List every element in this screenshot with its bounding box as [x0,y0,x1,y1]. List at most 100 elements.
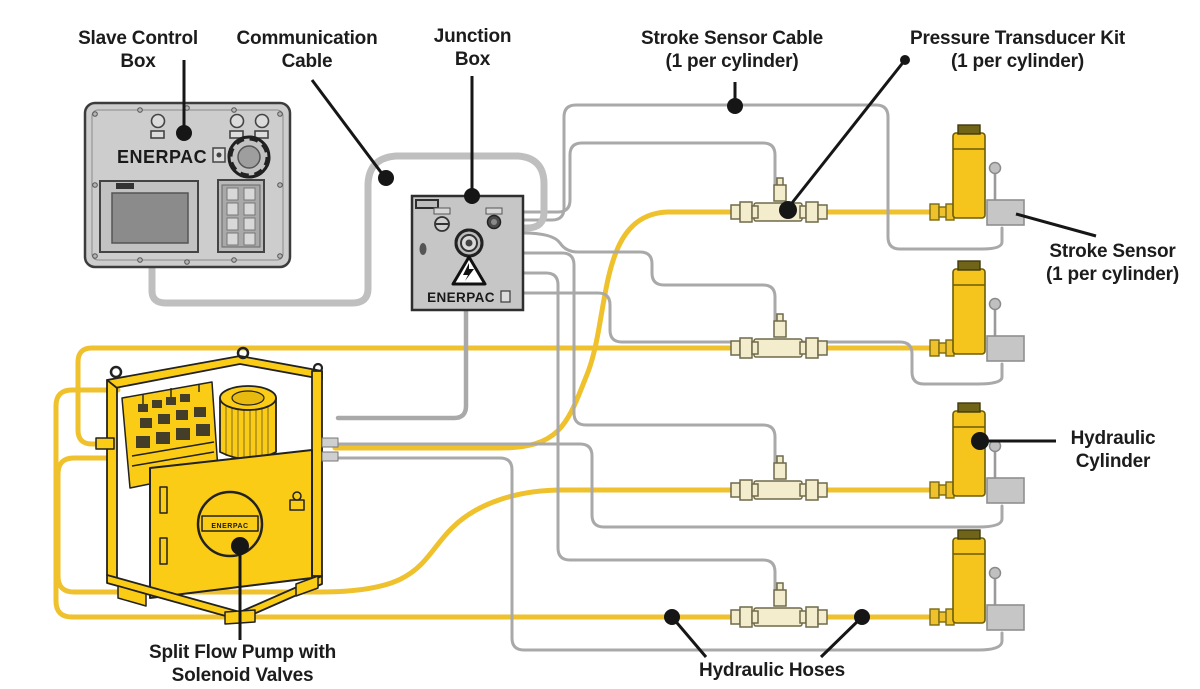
tank-sight-glass [159,486,168,514]
cylinder-coupler [929,608,940,626]
hose-coupler [817,204,828,220]
cylinder-cap [957,529,981,540]
label-line: (1 per cylinder) [1045,263,1179,285]
label-line: Box [454,48,491,70]
pump-lifting-eye [109,365,123,379]
hose-coupler [805,337,819,359]
slave-control-box: ENERPAC [83,101,292,269]
pump-left-post [106,379,118,586]
pressure-transducer-kit-label: Pressure Transducer Kit (1 per cylinder) [885,28,1150,74]
split-flow-pump: ENERPAC [95,346,339,625]
hydraulic-cylinder [952,410,986,497]
label-line: Hydraulic [1070,428,1156,449]
keypad [217,179,265,253]
cylinder-cap [957,124,981,135]
hose-coupler [739,479,753,501]
hose-coupler [730,340,741,356]
transducer-cable-row4 [521,271,777,607]
junction-to-pump-cable [335,307,469,421]
stroke-sensor [986,335,1025,362]
label-line: Communication [236,28,378,49]
hose-coupler [817,609,828,625]
label-line: (1 per cylinder) [665,50,799,72]
transducer-connector [773,320,787,338]
label-line: Stroke Sensor [1049,241,1176,262]
sensor-cables-group [335,103,1004,652]
keypad-buttons [226,187,256,246]
pump-lifting-eye [236,346,250,360]
cylinder-coupler [929,203,940,221]
stroke-sensor-knob [988,161,1002,175]
hose-coupler [730,204,741,220]
label-line: Solenoid Valves [171,664,314,686]
hose-coupler [805,201,819,223]
cylinder-coupler [929,481,940,499]
junction-slot [485,207,503,215]
hose-coupler [799,205,807,219]
transducer-connector [773,589,787,607]
stroke-sensor-knob [988,297,1002,311]
hose-coupler [799,483,807,497]
pump-hose-port [95,437,115,450]
hose-coupler [799,610,807,624]
pump-cable-port [321,437,339,448]
pump-cage-top-rail [106,355,323,389]
slave-control-box-label: Slave Control Box [48,28,228,74]
hydraulic-hose-row4 [53,387,953,620]
junction-slot [433,207,451,215]
hydraulic-cylinder [952,268,986,355]
junction-box-label: Junction Box [415,26,530,72]
hose-coupler [739,606,753,628]
pressure-transducer-body [753,480,803,500]
hose-coupler [805,479,819,501]
selector-dial [227,135,271,179]
solenoid-valves [136,394,210,448]
label-line: Split Flow Pump with [148,642,337,663]
hose-coupler [751,610,759,624]
label-line: Pressure Transducer Kit [909,28,1126,49]
hydraulic-hoses-label: Hydraulic Hoses [672,660,872,683]
hose-coupler [817,340,828,356]
transducer-cable-row2 [521,231,777,336]
pump-motor-fins [225,400,269,460]
label-line: (1 per cylinder) [950,50,1084,72]
junction-screw [434,216,450,232]
enerpac-logo-mark [500,290,511,303]
pump-right-post [311,370,323,577]
stroke-sensor [986,604,1025,631]
pump-foot [295,575,319,597]
pump-badge-band [201,515,259,532]
tank-breather-cap [292,491,302,501]
hose-coupler [799,341,807,355]
tank-sight-glass [159,537,168,565]
stroke-sensor [986,477,1025,504]
transducer-connector [773,184,787,202]
label-line: Box [120,50,156,72]
hydraulic-cylinder [952,537,986,624]
split-flow-pump-label: Split Flow Pump with Solenoid Valves [110,642,375,688]
label-line: Cylinder [1075,450,1151,472]
hose-coupler [751,483,759,497]
junction-box: ENERPAC [410,194,525,312]
stroke-sensor-cable-row4 [336,456,1004,652]
hose-coupler [751,341,759,355]
high-voltage-warning-icon [451,255,487,286]
manifold-lines [131,384,215,467]
stroke-sensor [986,199,1025,226]
hose-coupler [817,482,828,498]
pressure-transducer-body [753,607,803,627]
cylinder-rows [730,124,1025,631]
hydraulic-hose-row2 [75,345,953,447]
pump-motor-top-inner [231,390,265,406]
junction-button [486,214,502,230]
cylinder-cap [957,402,981,413]
pump-cable-port [321,451,339,462]
stroke-sensor-knob [988,566,1002,580]
cylinder-cap [957,260,981,271]
stroke-sensor-cable-row3 [336,442,1004,529]
slave-box-brand-text: ENERPAC [117,147,207,167]
indicator-light [150,113,270,139]
stroke-sensor-cable-label: Stroke Sensor Cable (1 per cylinder) [612,28,852,74]
stroke-sensor-cable-row2 [521,291,1004,386]
